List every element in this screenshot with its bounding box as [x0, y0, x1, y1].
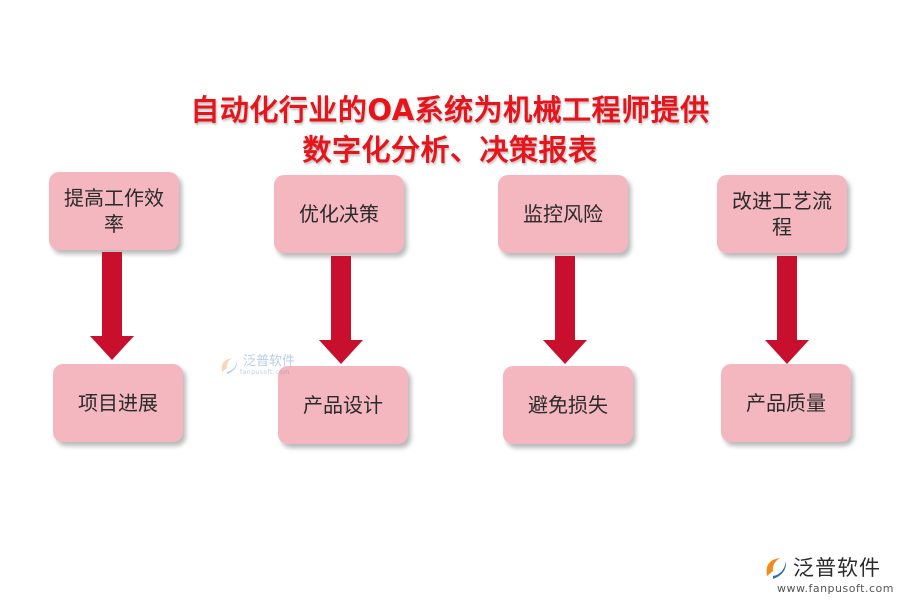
title-line-1: 自动化行业的OA系统为机械工程师提供: [190, 93, 710, 127]
bottom-box-1: 项目进展: [53, 364, 183, 442]
bottom-box-3-label: 避免损失: [528, 393, 608, 417]
top-box-1: 提高工作效率: [49, 172, 179, 250]
top-box-2-label: 优化决策: [299, 202, 379, 226]
title-line-2: 数字化分析、决策报表: [302, 133, 598, 167]
bottom-box-4: 产品质量: [721, 364, 851, 442]
brand-logo-icon: [766, 558, 787, 579]
down-arrow-4-icon: [765, 256, 809, 364]
top-box-1-label: 提高工作效率: [64, 186, 164, 236]
top-box-4: 改进工艺流程: [717, 175, 847, 253]
bottom-box-3: 避免损失: [503, 366, 633, 444]
down-arrow-2-icon: [319, 256, 363, 364]
top-box-3-label: 监控风险: [523, 202, 603, 226]
center-watermark: 泛普软件 fanpusoft.com: [218, 354, 295, 376]
top-box-3: 监控风险: [498, 175, 628, 253]
down-arrow-3-icon: [543, 256, 587, 364]
brand-logo: 泛普软件 www.fanpusoft.com: [763, 552, 893, 595]
watermark-sub: fanpusoft.com: [240, 368, 290, 376]
watermark-logo-icon: [221, 358, 238, 374]
top-box-4-label: 改进工艺流程: [732, 189, 832, 239]
brand-url: www.fanpusoft.com: [777, 582, 894, 595]
bottom-box-1-label: 项目进展: [78, 391, 158, 415]
brand-name: 泛普软件: [793, 556, 881, 580]
bottom-box-2: 产品设计: [278, 366, 408, 444]
down-arrow-1-icon: [90, 252, 134, 360]
bottom-box-2-label: 产品设计: [303, 393, 383, 417]
bottom-box-4-label: 产品质量: [746, 391, 826, 415]
watermark-name: 泛普软件: [243, 353, 296, 369]
top-box-2: 优化决策: [274, 175, 404, 253]
